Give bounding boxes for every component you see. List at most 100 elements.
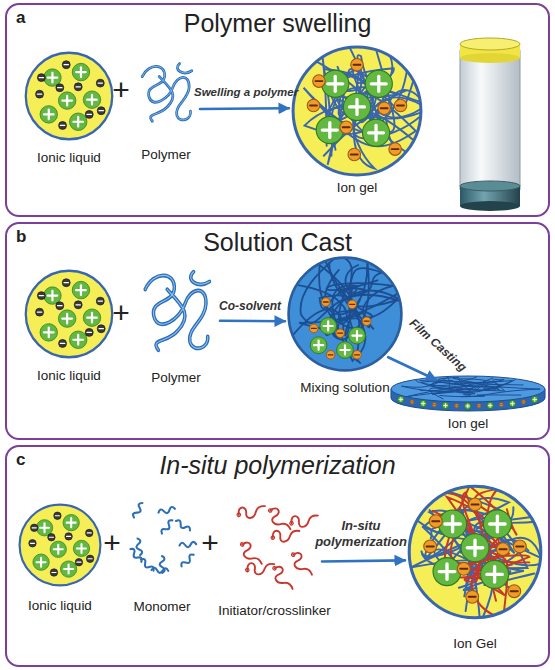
node-outline <box>132 55 200 127</box>
charge-mark <box>328 354 333 355</box>
crosslinker-chain <box>289 551 318 575</box>
ion <box>74 301 82 309</box>
charge-mark <box>80 544 82 553</box>
ion <box>353 350 362 359</box>
panel-title: Solution Cast <box>7 227 548 257</box>
initiator <box>236 540 267 564</box>
plus-sign: + <box>110 72 132 108</box>
ion <box>85 328 93 336</box>
vial-gel-top <box>460 38 520 50</box>
charge-mark <box>344 345 346 354</box>
ion <box>37 74 45 82</box>
ion <box>497 543 510 556</box>
node-outline <box>132 260 220 358</box>
ion <box>499 403 503 407</box>
charge-mark <box>66 314 68 324</box>
crosslinker-chain <box>238 541 267 564</box>
charge-mark <box>427 545 434 547</box>
ion <box>481 560 509 588</box>
process-arrow <box>322 560 405 561</box>
ion <box>69 331 86 348</box>
process-arrow <box>388 357 436 380</box>
charge-mark <box>77 335 79 345</box>
charge-mark <box>58 87 62 88</box>
charge-mark <box>354 64 361 66</box>
ion <box>37 292 45 300</box>
material-circle: Mixing solution <box>285 254 405 374</box>
charge-mark <box>60 125 64 126</box>
charge-mark <box>534 398 535 402</box>
ion <box>36 308 44 316</box>
crosslinker-end <box>245 568 250 573</box>
ion <box>321 298 330 307</box>
ion <box>50 541 66 557</box>
charge-mark <box>433 404 435 405</box>
charge-mark <box>351 154 358 156</box>
material-shape: Polymer <box>132 260 220 358</box>
charge-mark <box>512 402 513 406</box>
node-label: Polymer <box>82 370 270 386</box>
charge-mark <box>473 540 476 555</box>
charge-mark <box>39 77 43 78</box>
ion <box>72 63 89 80</box>
ion <box>389 143 402 156</box>
charge-mark <box>37 312 41 313</box>
charge-mark <box>77 562 81 563</box>
charge-mark <box>460 568 467 570</box>
charge-mark <box>57 545 59 554</box>
material-circle: Ion gel <box>289 43 425 179</box>
ion <box>86 555 93 562</box>
charge-mark <box>60 343 64 344</box>
charge-mark <box>91 313 93 323</box>
charge-mark <box>49 537 53 538</box>
ion <box>513 540 526 553</box>
ion <box>349 327 366 344</box>
ion <box>96 297 104 305</box>
ion <box>340 121 353 134</box>
plus-sign: + <box>101 525 123 561</box>
monomer <box>129 547 144 563</box>
crosslinker-end <box>291 552 296 557</box>
crosslinker-end <box>272 566 277 571</box>
crosslinker-end <box>268 508 272 512</box>
ion <box>439 510 467 538</box>
charge-mark <box>356 331 358 340</box>
arrow-label: Film Casting <box>403 313 472 377</box>
crosslinker-chain <box>245 552 274 578</box>
ion <box>337 342 354 359</box>
ionic-liquid-circle <box>26 53 112 139</box>
charge-mark <box>423 402 424 406</box>
charge-mark <box>471 503 478 505</box>
charge-mark <box>467 404 468 408</box>
node-label: Polymer <box>82 147 250 163</box>
ion <box>56 84 64 92</box>
charge-mark <box>70 518 72 527</box>
monomer-chain <box>132 502 145 519</box>
monomer-chain <box>129 547 144 563</box>
charge-mark <box>511 590 518 592</box>
ion <box>313 75 326 88</box>
ion <box>320 318 337 335</box>
charge-mark <box>355 354 360 355</box>
initiator <box>268 564 299 589</box>
charge-mark <box>350 304 355 305</box>
material-circle: Ion Gel <box>405 482 545 622</box>
node-outline <box>389 374 547 414</box>
charge-mark <box>80 67 82 77</box>
initiator <box>288 504 318 532</box>
crosslinker-chain <box>289 504 318 531</box>
process-arrow <box>220 319 285 322</box>
ionic-liquid-circle <box>26 271 112 357</box>
ion <box>31 524 38 531</box>
ion <box>36 90 44 98</box>
ion <box>307 99 320 112</box>
film-top <box>391 376 545 402</box>
node-label: Initiator/crosslinker <box>177 603 372 619</box>
charge-mark <box>88 558 92 559</box>
charge-mark <box>66 96 68 106</box>
node-label: Ionic liquid <box>0 368 165 384</box>
polymer-chain <box>145 272 209 350</box>
ion <box>429 515 442 528</box>
